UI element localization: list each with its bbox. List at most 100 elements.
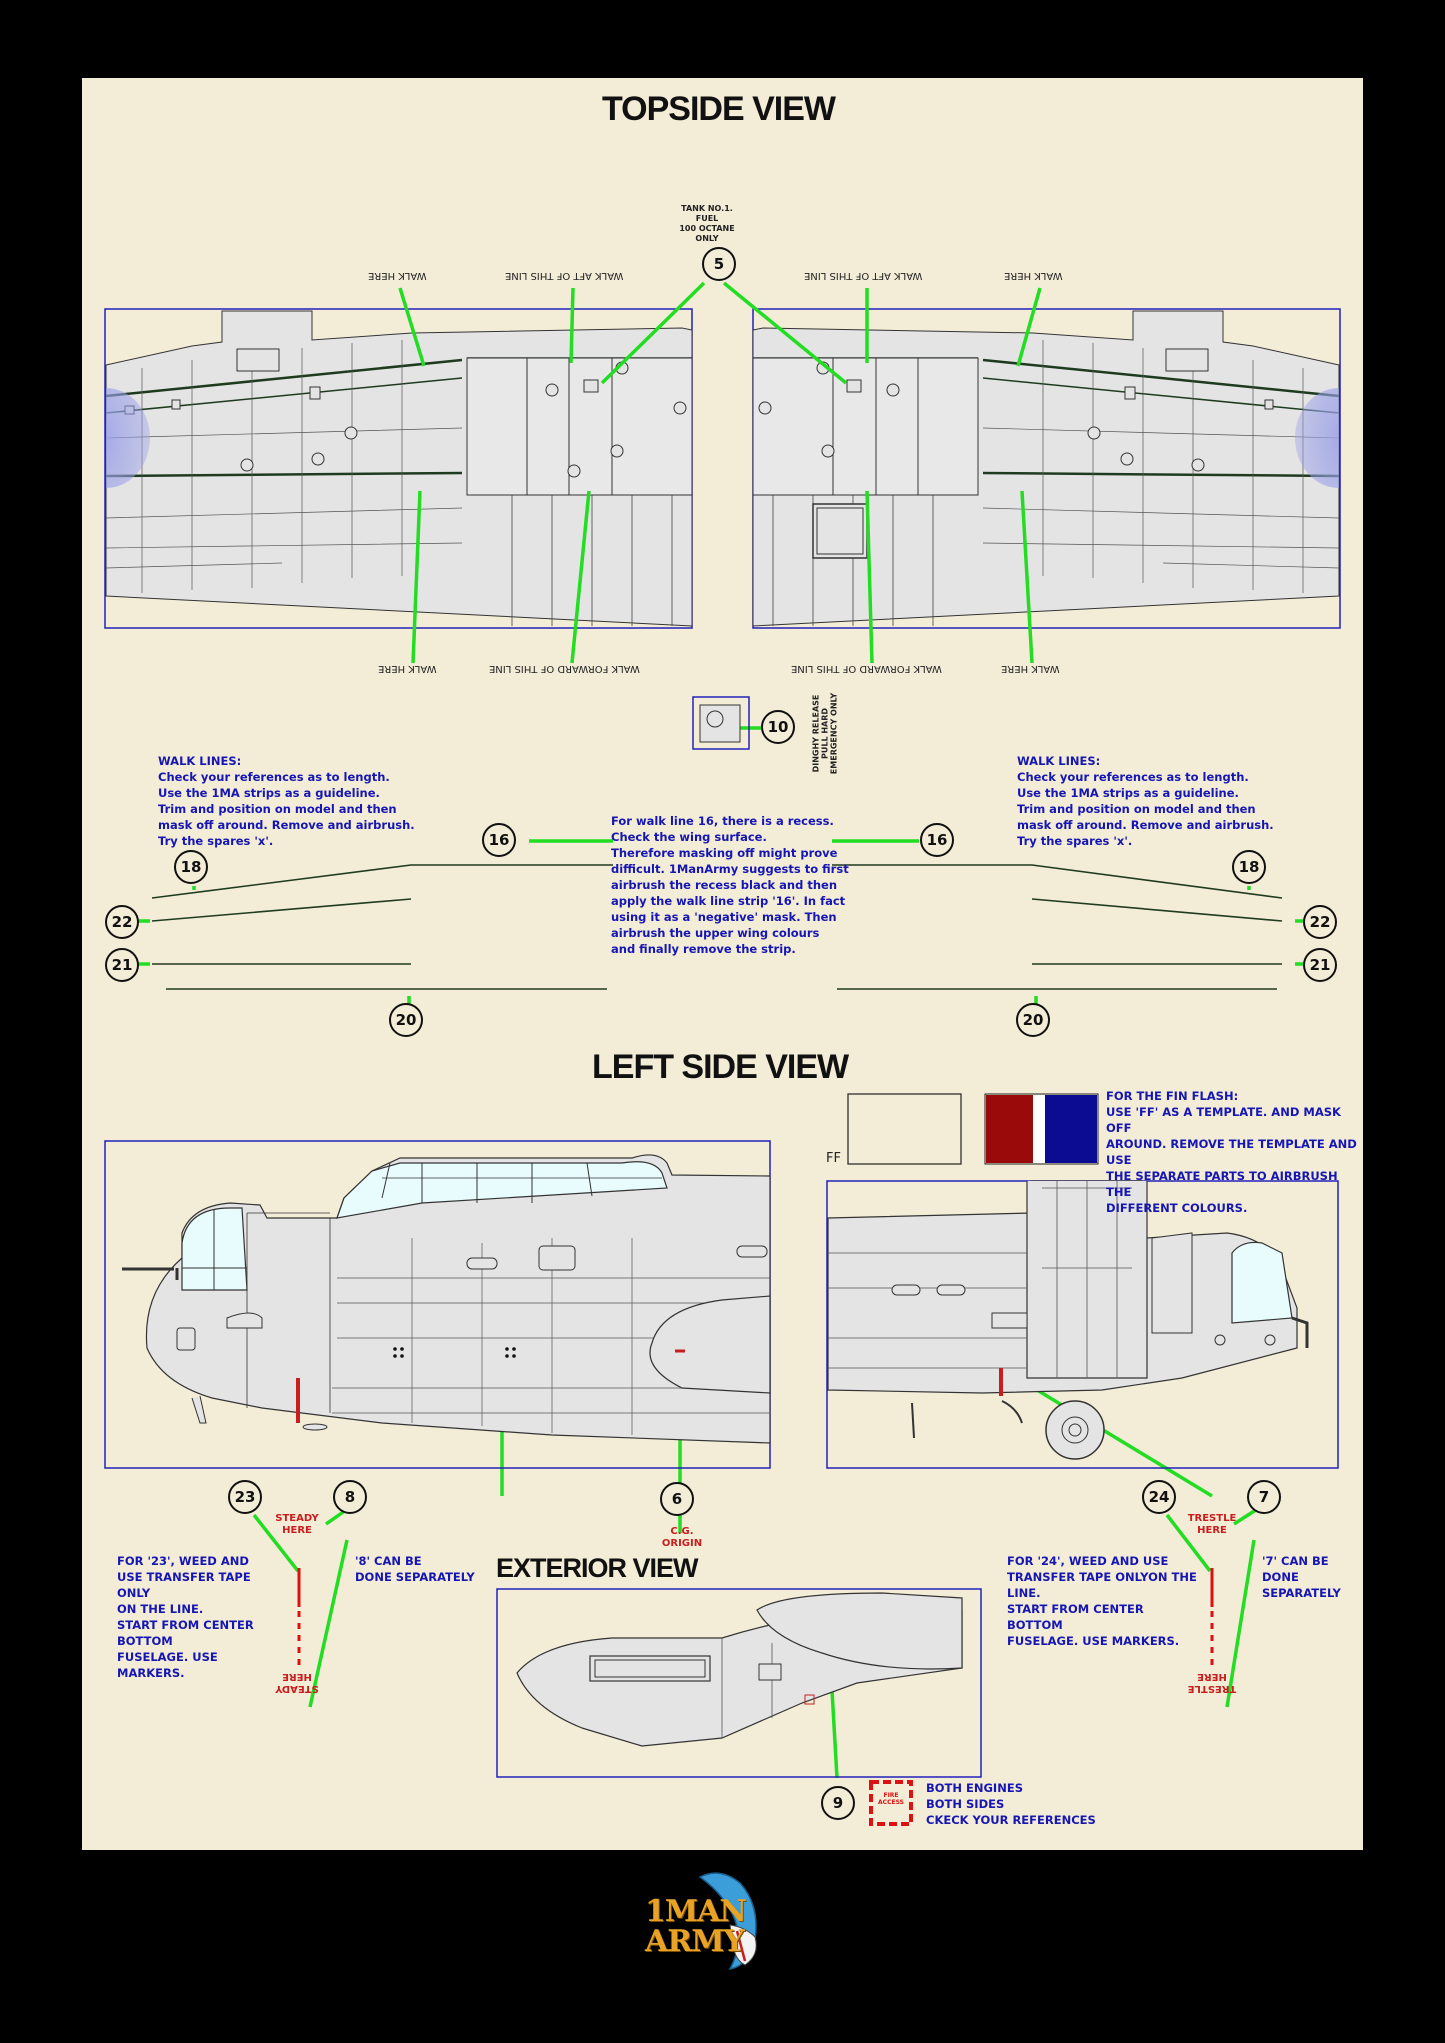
label-line: ORIGIN — [661, 1538, 703, 1549]
trestle-here-label-inverted: TRESTLE HERE — [1182, 1670, 1242, 1694]
note-7: '7' CAN BE DONE SEPARATELY — [1262, 1553, 1362, 1601]
tank-label-line: TANK NO.1. — [681, 204, 733, 213]
walk-here-label: WALK HERE — [368, 270, 427, 281]
note-line: Use the 1MA strips as a guideline. — [1017, 786, 1239, 800]
note-line: mask off around. Remove and airbrush. — [1017, 818, 1274, 832]
note-line: using it as a 'negative' mask. Then — [611, 910, 837, 924]
note-line: START FROM CENTER BOTTOM — [117, 1618, 254, 1648]
trestle-here-label: TRESTLE HERE — [1182, 1513, 1242, 1537]
label-line: HERE — [1197, 1525, 1227, 1536]
label-line: TRESTLE — [1187, 1513, 1237, 1524]
note-24: FOR '24', WEED AND USE TRANSFER TAPE ONL… — [1007, 1553, 1197, 1649]
note-8: '8' CAN BE DONE SEPARATELY — [355, 1553, 475, 1585]
walk-aft-label: WALK AFT OF THIS LINE — [804, 270, 923, 281]
topside-view-title: TOPSIDE VIEW — [602, 90, 836, 128]
callout-7: 7 — [1247, 1480, 1281, 1514]
callout-21-left: 21 — [105, 948, 139, 982]
fire-access-template — [869, 1780, 913, 1826]
note-line: BOTH ENGINES — [926, 1781, 1023, 1795]
topside-left-wing — [104, 308, 693, 629]
dinghy-label-line: DINGHY RELEASE — [811, 694, 821, 773]
label-line: ACCESS — [878, 1799, 904, 1806]
label-line: TRESTLE — [1187, 1683, 1237, 1694]
note-line: Try the spares 'x'. — [158, 834, 274, 848]
label-line: FIRE — [883, 1792, 899, 1799]
callout-20-left: 20 — [389, 1003, 423, 1037]
note-23: FOR '23', WEED AND USE TRANSFER TAPE ONL… — [117, 1553, 287, 1681]
tape-guides — [297, 1568, 1214, 1668]
logo-line2: ARMY — [645, 1924, 745, 1959]
note-line: Check your references as to length. — [158, 770, 390, 784]
walk-forward-label: WALK FORWARD OF THIS LINE — [489, 663, 640, 674]
note-line: Trim and position on model and then — [1017, 802, 1256, 816]
note-line: Trim and position on model and then — [158, 802, 397, 816]
fin-flash-note: FOR THE FIN FLASH: USE 'FF' AS A TEMPLAT… — [1106, 1088, 1361, 1216]
walk-here-label: WALK HERE — [378, 663, 437, 674]
topside-right-wing — [752, 308, 1341, 629]
note-line: mask off around. Remove and airbrush. — [158, 818, 415, 832]
cg-origin-label: C.G. ORIGIN — [652, 1526, 712, 1550]
walk-forward-label: WALK FORWARD OF THIS LINE — [791, 663, 942, 674]
walk16-note: For walk line 16, there is a recess. Che… — [611, 813, 851, 957]
note-line: CKECK YOUR REFERENCES — [926, 1813, 1096, 1827]
steady-here-label: STEADY HERE — [267, 1513, 327, 1537]
fire-access-label: FIRE ACCESS — [871, 1792, 911, 1806]
callout-5: 5 — [702, 247, 736, 281]
note-line: airbrush the recess black and then — [611, 878, 838, 892]
dinghy-label: DINGHY RELEASE PULL HARD EMERGENCY ONLY — [802, 693, 850, 774]
label-line: STEADY — [275, 1513, 319, 1524]
note-line: airbrush the upper wing colours — [611, 926, 820, 940]
note-line: difficult. 1ManArmy suggests to first — [611, 862, 849, 876]
tank-label-line: FUEL — [695, 214, 719, 223]
callout-18-right: 18 — [1232, 850, 1266, 884]
walk-here-label: WALK HERE — [1004, 270, 1063, 281]
note-line: Check the wing surface. — [611, 830, 767, 844]
callout-16-left: 16 — [482, 823, 516, 857]
callout-21-right: 21 — [1303, 948, 1337, 982]
note-line: AROUND. REMOVE THE TEMPLATE AND USE — [1106, 1137, 1357, 1167]
dinghy-label-line: PULL HARD — [820, 707, 830, 760]
left-side-nose — [104, 1140, 771, 1469]
callout-6: 6 — [660, 1482, 694, 1516]
callout-8: 8 — [333, 1480, 367, 1514]
logo-line1: 1MAN — [645, 1894, 747, 1929]
note-line: FOR '23', WEED AND — [117, 1554, 249, 1568]
note-line: FOR THE FIN FLASH: — [1106, 1089, 1239, 1103]
logo-emblem — [698, 1872, 757, 1971]
label-line: C.G. — [670, 1526, 694, 1537]
callout-16-right: 16 — [920, 823, 954, 857]
decal-sheet: TOPSIDE VIEW LEFT SIDE VIEW EXTERIOR VIE… — [82, 78, 1363, 1850]
label-line: HERE — [1197, 1671, 1227, 1682]
note-line: BOTH SIDES — [926, 1797, 1005, 1811]
note-heading: WALK LINES: — [158, 754, 242, 768]
walk-lines-note-right: WALK LINES: Check your references as to … — [1017, 753, 1317, 849]
note-line: For walk line 16, there is a recess. — [611, 814, 834, 828]
note-line: THE SEPARATE PARTS TO AIRBRUSH THE — [1106, 1169, 1338, 1199]
note-line: and finally remove the strip. — [611, 942, 796, 956]
note-line: FOR '24', WEED AND USE — [1007, 1554, 1169, 1568]
callout-22-left: 22 — [105, 905, 139, 939]
line-art — [104, 281, 1341, 1826]
note-line: DIFFERENT COLOURS. — [1106, 1201, 1248, 1215]
note-heading: WALK LINES: — [1017, 754, 1101, 768]
walk-here-label: WALK HERE — [1001, 663, 1060, 674]
tank-label-line: ONLY — [695, 234, 719, 243]
tank-label: TANK NO.1. FUEL 100 OCTANE ONLY — [672, 204, 742, 244]
exterior-engine — [496, 1588, 982, 1778]
fin-flash-template — [847, 1093, 1099, 1165]
note-line: FUSELAGE. USE MARKERS. — [1007, 1634, 1180, 1648]
note-9: BOTH ENGINES BOTH SIDES CKECK YOUR REFER… — [926, 1780, 1126, 1828]
callout-10: 10 — [761, 710, 795, 744]
note-line: apply the walk line strip '16'. In fact — [611, 894, 846, 908]
tank-label-line: 100 OCTANE — [679, 224, 735, 233]
note-line: TRANSFER TAPE ONLYON THE LINE. — [1007, 1570, 1197, 1600]
callout-23: 23 — [228, 1480, 262, 1514]
walk-aft-label: WALK AFT OF THIS LINE — [505, 270, 624, 281]
dinghy-label-line: EMERGENCY ONLY — [829, 692, 839, 775]
label-line: STEADY — [275, 1683, 319, 1694]
dinghy-panel — [692, 696, 750, 750]
left-side-view-title: LEFT SIDE VIEW — [592, 1048, 849, 1086]
ff-label: FF — [826, 1151, 841, 1166]
callout-9: 9 — [821, 1786, 855, 1820]
note-line: USE TRANSFER TAPE ONLY — [117, 1570, 251, 1600]
